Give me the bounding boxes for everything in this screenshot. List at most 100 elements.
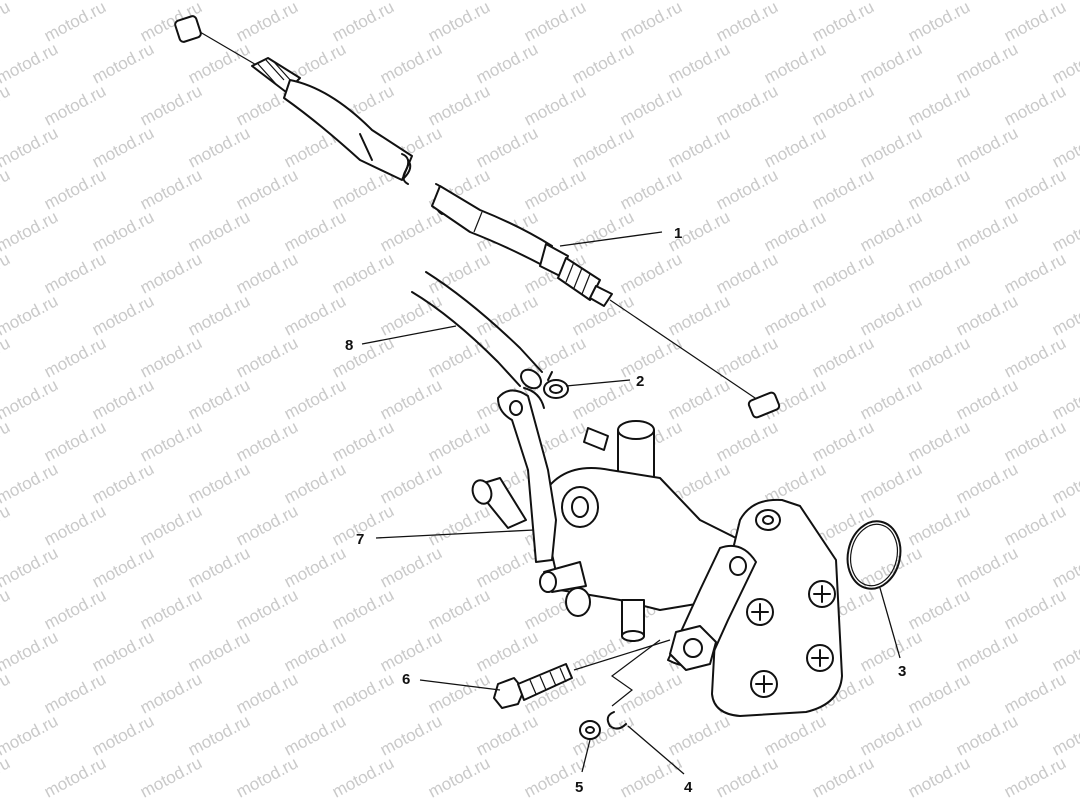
watermark-text: motod.ru [521, 81, 589, 129]
watermark-text: motod.ru [1049, 627, 1080, 675]
watermark-text: motod.ru [137, 333, 205, 381]
watermark-text: motod.ru [761, 123, 829, 171]
watermark-text: motod.ru [953, 543, 1021, 591]
watermark-text: motod.ru [761, 207, 829, 255]
callout-number: 4 [684, 779, 693, 796]
watermark-text: motod.ru [905, 669, 973, 717]
callout-7: 7 [356, 529, 535, 548]
watermark-text: motod.ru [137, 753, 205, 801]
watermark-text: motod.ru [809, 417, 877, 465]
watermark-text: motod.ru [713, 333, 781, 381]
watermark-text: motod.ru [761, 39, 829, 87]
watermark-text: motod.ru [809, 333, 877, 381]
watermark-text: motod.ru [89, 375, 157, 423]
watermark-text: motod.ru [377, 459, 445, 507]
watermark-text: motod.ru [233, 501, 301, 549]
watermark-text: motod.ru [377, 207, 445, 255]
watermark-text: motod.ru [233, 333, 301, 381]
watermark-text: motod.ru [137, 501, 205, 549]
cover-screw [750, 670, 778, 698]
watermark-text: motod.ru [185, 627, 253, 675]
watermark-text: motod.ru [185, 459, 253, 507]
watermark-text: motod.ru [905, 501, 973, 549]
watermark-text: motod.ru [89, 543, 157, 591]
watermark-text: motod.ru [0, 459, 61, 507]
watermark-text: motod.ru [0, 249, 13, 297]
watermark-text: motod.ru [1001, 165, 1069, 213]
watermark-text: motod.ru [185, 375, 253, 423]
oil-pump-assembly [471, 420, 843, 717]
watermark-text: motod.ru [473, 711, 541, 759]
cover-screw [808, 580, 836, 608]
watermark-text: motod.ru [857, 543, 925, 591]
watermark-text: motod.ru [761, 711, 829, 759]
watermark-text: motod.ru [185, 123, 253, 171]
watermark-text: motod.ru [521, 165, 589, 213]
watermark-text: motod.ru [425, 417, 493, 465]
watermark-text: motod.ru [905, 333, 973, 381]
watermark-text: motod.ru [953, 375, 1021, 423]
watermark-text: motod.ru [281, 711, 349, 759]
watermark-text: motod.ru [953, 711, 1021, 759]
watermark-text: motod.ru [89, 627, 157, 675]
washer [579, 720, 601, 740]
watermark-text: motod.ru [1001, 753, 1069, 801]
watermark-text: motod.ru [713, 753, 781, 801]
watermark-text: motod.ru [665, 711, 733, 759]
watermark-text: motod.ru [1001, 81, 1069, 129]
watermark-text: motod.ru [281, 375, 349, 423]
watermark-text: motod.ru [233, 165, 301, 213]
watermark-text: motod.ru [137, 585, 205, 633]
watermark-text: motod.ru [377, 39, 445, 87]
watermark-text: motod.ru [329, 417, 397, 465]
callout-5: 5 [575, 739, 591, 796]
watermark-text: motod.ru [809, 249, 877, 297]
inner-wire-top [199, 31, 259, 67]
callout-number: 7 [356, 531, 364, 548]
watermark-text: motod.ru [185, 291, 253, 339]
watermark-text: motod.ru [137, 249, 205, 297]
watermark-text: motod.ru [0, 753, 13, 801]
watermark-text: motod.ru [0, 627, 61, 675]
watermark-text: motod.ru [137, 669, 205, 717]
watermark-text: motod.ru [0, 585, 13, 633]
callout-6: 6 [402, 671, 501, 691]
watermark-text: motod.ru [713, 81, 781, 129]
watermark-text: motod.ru [329, 669, 397, 717]
watermark-text: motod.ru [0, 207, 61, 255]
watermark-text: motod.ru [857, 123, 925, 171]
watermark-text: motod.ru [0, 0, 61, 4]
watermark-text: motod.ru [329, 333, 397, 381]
cable-adjuster-bottom [539, 243, 613, 307]
watermark-text: motod.ru [1049, 207, 1080, 255]
watermark-text: motod.ru [0, 711, 61, 759]
watermark-text: motod.ru [857, 291, 925, 339]
watermark-text: motod.ru [569, 123, 637, 171]
watermark-text: motod.ru [1001, 669, 1069, 717]
watermark-text: motod.ru [0, 375, 61, 423]
callout-3: 3 [879, 587, 906, 680]
watermark-text: motod.ru [281, 207, 349, 255]
watermark-text: motod.ru [425, 585, 493, 633]
watermark-text: motod.ru [1001, 585, 1069, 633]
watermark-text: motod.ru [857, 459, 925, 507]
assembly-guide-line [610, 639, 661, 707]
watermark-text: motod.ru [953, 291, 1021, 339]
watermark-text: motod.ru [0, 0, 13, 46]
watermark-text: motod.ru [953, 207, 1021, 255]
watermark-text: motod.ru [41, 669, 109, 717]
watermark-text: motod.ru [617, 753, 685, 801]
cable-break-top [401, 153, 410, 185]
callout-1: 1 [559, 225, 682, 247]
watermark-text: motod.ru [713, 249, 781, 297]
watermark-text: motod.ru [233, 585, 301, 633]
retaining-clip [606, 711, 627, 730]
watermark-text: motod.ru [89, 39, 157, 87]
watermark-text: motod.ru [761, 291, 829, 339]
watermark-text: motod.ru [1049, 291, 1080, 339]
watermark-text: motod.ru [41, 417, 109, 465]
watermark-text: motod.ru [41, 165, 109, 213]
watermark-text: motod.ru [41, 501, 109, 549]
watermark-text: motod.ru [0, 291, 61, 339]
